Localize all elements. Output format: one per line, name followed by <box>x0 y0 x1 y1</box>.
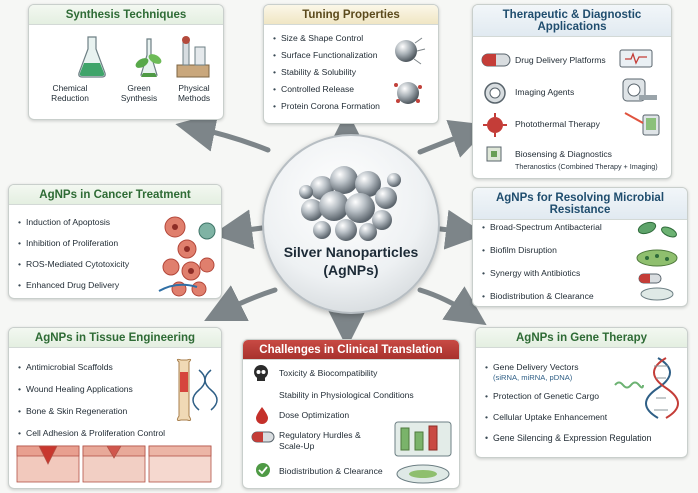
challenge-dose: Dose Optimization <box>279 410 350 420</box>
chip-icon <box>486 146 502 162</box>
lab-vials-icon <box>394 421 452 484</box>
microbial-item-biofilm: Biofilm Disruption <box>481 245 631 256</box>
laser-device-icon <box>624 112 660 136</box>
cancer-item-apoptosis: Induction of Apoptosis <box>17 217 157 228</box>
therapeutic-subnote: Theranostics (Combined Therapy + Imaging… <box>515 162 658 171</box>
gene-item-protection: Protection of Genetic Cargo <box>484 391 684 402</box>
synthesis-title: Synthesis Techniques <box>29 5 223 25</box>
challenges-panel: Challenges in Clinical Translation Toxic… <box>242 339 460 489</box>
bacteria-icon <box>636 221 678 301</box>
center-hub: Silver Nanoparticles (AgNPs) <box>262 134 440 314</box>
bone-dna-icon <box>176 358 218 421</box>
tissue-item-bone-skin: Bone & Skin Regeneration <box>17 406 217 417</box>
tuning-item-stability: Stability & Solubility <box>272 67 432 78</box>
blood-drop-icon <box>256 407 268 424</box>
skull-icon <box>254 365 268 381</box>
method-green-synthesis: Green Synthesis <box>120 83 158 103</box>
microbial-item-broad-spectrum: Broad-Spectrum Antibacterial <box>481 222 631 233</box>
center-subtitle: (AgNPs) <box>323 262 379 278</box>
challenge-biodistribution: Biodistribution & Clearance <box>279 466 383 476</box>
rna-strand-icon <box>614 381 644 389</box>
therapeutic-item-imaging: Imaging Agents <box>515 87 575 97</box>
gene-item-uptake: Cellular Uptake Enhancement <box>484 412 684 423</box>
cancer-title: AgNPs in Cancer Treatment <box>9 185 221 205</box>
tissue-panel: AgNPs in Tissue Engineering Antimicrobia… <box>8 327 222 489</box>
tuning-item-surface: Surface Functionalization <box>272 50 432 61</box>
gene-title: AgNPs in Gene Therapy <box>476 328 687 348</box>
ct-scanner-icon <box>622 78 657 102</box>
tuning-panel: Tuning Properties Size & Shape Control S… <box>263 4 439 124</box>
monitor-icon <box>619 49 653 68</box>
microbial-title: AgNPs for Resolving Microbial Resistance <box>473 188 687 220</box>
cancer-item-ros: ROS-Mediated Cytotoxicity <box>17 259 157 270</box>
dna-icon <box>645 357 679 419</box>
arrow-to-synthesis <box>175 112 271 153</box>
cancer-item-proliferation: Inhibition of Proliferation <box>17 238 157 249</box>
therapeutic-item-photothermal: Photothermal Therapy <box>515 119 600 129</box>
tissue-item-wound-healing: Wound Healing Applications <box>17 384 217 395</box>
challenge-scale-up: Scale-Up <box>279 441 315 451</box>
arrow-to-cancer <box>212 209 265 250</box>
tissue-title: AgNPs in Tissue Engineering <box>9 328 221 348</box>
challenge-regulatory: Regulatory Hurdles & <box>279 430 361 440</box>
tuning-item-release: Controlled Release <box>272 84 432 95</box>
skin-layers-icon <box>16 445 212 483</box>
cancer-item-drug-delivery: Enhanced Drug Delivery <box>17 280 157 291</box>
pill-icon <box>251 431 275 443</box>
challenge-stability: Stability in Physiological Conditions <box>279 390 414 400</box>
center-title: Silver Nanoparticles <box>283 244 419 260</box>
nanoparticle-cluster-icon <box>299 166 401 241</box>
lab-equipment-icon <box>176 36 210 78</box>
capsule-icon <box>481 53 511 67</box>
microbial-item-synergy: Synergy with Antibiotics <box>481 268 631 279</box>
synthesis-panel: Synthesis Techniques Chemical Reduction … <box>28 4 224 120</box>
particle-icons <box>394 37 426 104</box>
challenge-toxicity: Toxicity & Biocompatibility <box>279 368 378 378</box>
cancer-cells-icon <box>158 216 216 297</box>
tuning-item-protein-corona: Protein Corona Formation <box>272 101 432 112</box>
gene-item-silencing: Gene Silencing & Expression Regulation <box>484 433 684 444</box>
virus-icon <box>483 113 507 137</box>
tissue-item-scaffolds: Antimicrobial Scaffolds <box>17 362 217 373</box>
arrow-to-therapeutic <box>417 120 491 158</box>
challenges-title: Challenges in Clinical Translation <box>243 340 459 360</box>
arrow-to-tissue <box>204 285 278 321</box>
therapeutic-item-biosensing: Biosensing & Diagnostics <box>515 149 612 159</box>
mri-scanner-icon <box>484 82 506 104</box>
therapeutic-title: Therapeutic & Diagnostic Applications <box>473 5 671 37</box>
microbial-item-biodistribution: Biodistribution & Clearance <box>481 291 631 302</box>
therapeutic-panel: Therapeutic & Diagnostic Applications Dr… <box>472 4 672 179</box>
cancer-panel: AgNPs in Cancer Treatment Induction of A… <box>8 184 222 299</box>
tuning-item-size-shape: Size & Shape Control <box>272 33 432 44</box>
check-icon <box>256 463 270 477</box>
tissue-item-cell-adhesion: Cell Adhesion & Proliferation Control <box>17 428 217 439</box>
gene-panel: AgNPs in Gene Therapy Gene Delivery Vect… <box>475 327 688 458</box>
method-physical-methods: Physical Methods <box>177 83 211 103</box>
arrow-to-gene <box>417 286 487 326</box>
gene-item-vectors: Gene Delivery Vectors <box>484 362 634 373</box>
therapeutic-title-text: Therapeutic & Diagnostic Applications <box>502 9 642 33</box>
leaf-flask-icon <box>135 38 162 77</box>
tuning-title: Tuning Properties <box>264 5 438 25</box>
method-chemical-reduction: Chemical Reduction <box>51 83 89 103</box>
gene-subnote: (siRNA, miRNA, pDNA) <box>493 373 573 382</box>
flask-icon <box>78 36 106 78</box>
microbial-panel: AgNPs for Resolving Microbial Resistance… <box>472 187 688 307</box>
therapeutic-item-drug-delivery: Drug Delivery Platforms <box>515 55 606 65</box>
